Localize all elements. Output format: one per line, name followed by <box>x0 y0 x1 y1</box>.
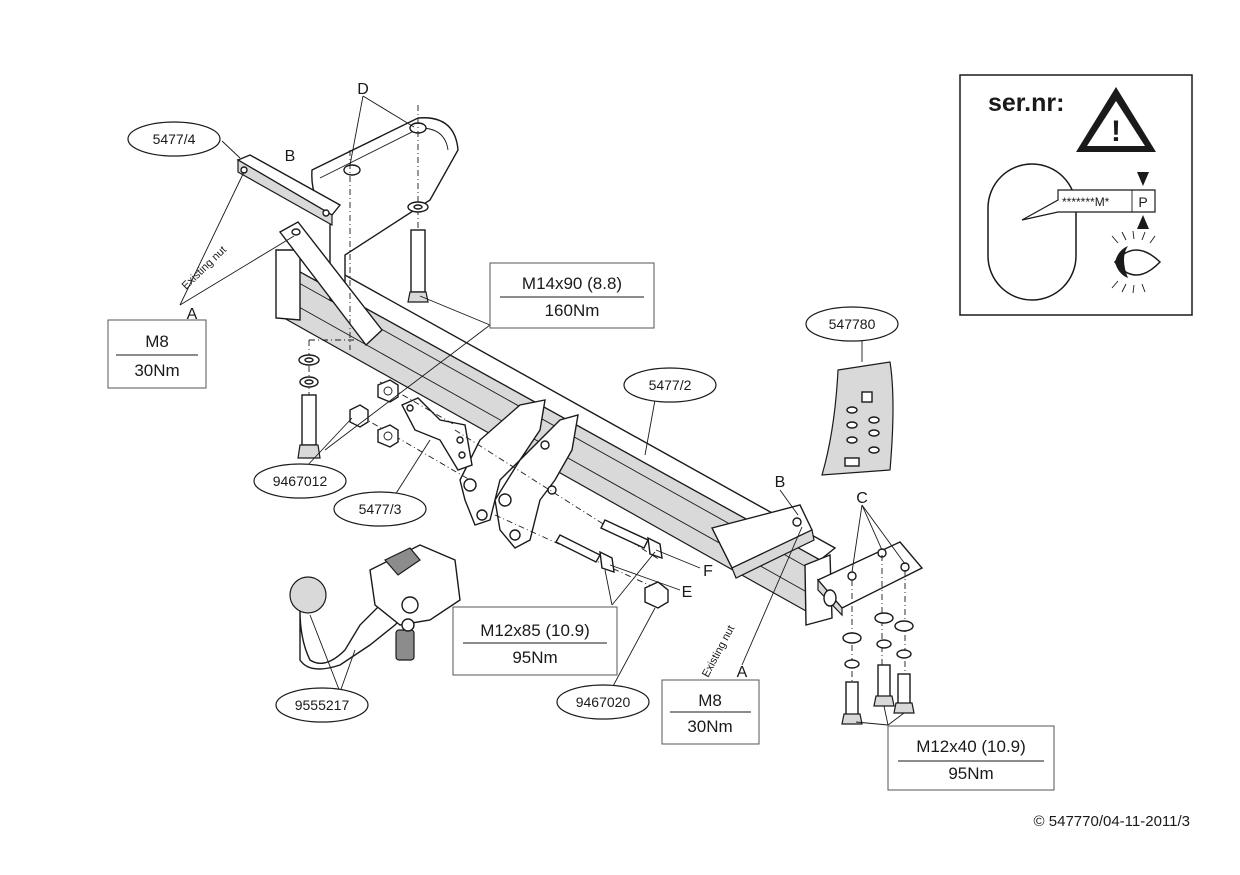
svg-text:30Nm: 30Nm <box>134 361 179 380</box>
svg-text:547780: 547780 <box>829 316 876 332</box>
spec-box-m8-right: M8 30Nm <box>661 679 760 745</box>
label-547780: 547780 <box>805 306 899 342</box>
label-5477-4: 5477/4 <box>127 121 221 157</box>
serial-plate-text: *******M* <box>1062 195 1110 209</box>
warning-triangle-icon: ! <box>1076 87 1156 152</box>
label-5477-2: 5477/2 <box>623 367 717 403</box>
letter-b-right: B <box>775 474 786 491</box>
svg-text:95Nm: 95Nm <box>512 648 557 667</box>
left-side-bracket <box>278 117 459 347</box>
svg-text:30Nm: 30Nm <box>687 717 732 736</box>
label-9467012: 9467012 <box>253 463 347 499</box>
svg-text:M8: M8 <box>145 332 169 351</box>
nuts-9467012 <box>349 379 399 448</box>
leader-lines <box>179 95 906 726</box>
letter-e: E <box>682 584 693 601</box>
right-end-plate <box>816 541 924 617</box>
eye-icon <box>1111 230 1162 294</box>
label-5477-3: 5477/3 <box>333 491 427 527</box>
spec-box-m12x85: M12x85 (10.9) 95Nm <box>452 606 618 676</box>
fasteners-top <box>407 201 429 303</box>
strap-b-right <box>710 504 815 579</box>
svg-text:!: ! <box>1111 115 1121 148</box>
copyright-footer: © 547770/04-11-2011/3 <box>1034 813 1190 830</box>
svg-text:M12x85 (10.9): M12x85 (10.9) <box>480 621 590 640</box>
strap-b-left <box>236 154 342 227</box>
svg-text:5477/4: 5477/4 <box>153 131 196 147</box>
spec-box-m14x90: M14x90 (8.8) 160Nm <box>489 262 655 329</box>
existing-nut-note-left: Existing nut <box>180 244 229 292</box>
label-9555217: 9555217 <box>275 687 369 723</box>
serial-plate <box>987 163 1077 301</box>
label-9467020: 9467020 <box>556 684 650 720</box>
detachable-tow-ball <box>289 544 461 670</box>
serial-title: ser.nr: <box>988 89 1064 117</box>
letter-c: C <box>856 490 868 507</box>
svg-text:9467020: 9467020 <box>576 694 631 710</box>
svg-text:M14x90 (8.8): M14x90 (8.8) <box>522 274 622 293</box>
svg-text:M8: M8 <box>698 691 722 710</box>
letter-a-right: A <box>737 664 748 681</box>
letter-f: F <box>703 563 713 580</box>
letter-b-left: B <box>285 148 296 165</box>
letter-a-left: A <box>187 306 198 323</box>
svg-text:M12x40 (10.9): M12x40 (10.9) <box>916 737 1026 756</box>
fasteners-m12x40 <box>841 612 915 725</box>
svg-text:5477/2: 5477/2 <box>649 377 692 393</box>
svg-text:9555217: 9555217 <box>295 697 350 713</box>
svg-text:9467012: 9467012 <box>273 473 328 489</box>
spec-box-m8-left: M8 30Nm <box>107 319 207 389</box>
existing-nut-note-right: Existing nut <box>700 624 737 680</box>
serial-number-box: ser.nr: ! *******M* P <box>959 74 1193 316</box>
socket-plate-5477-3 <box>401 397 473 471</box>
letter-d: D <box>357 81 369 98</box>
bolts-m12x85 <box>555 519 669 609</box>
svg-text:95Nm: 95Nm <box>948 764 993 783</box>
spec-box-m12x40: M12x40 (10.9) 95Nm <box>887 725 1055 791</box>
svg-text:5477/3: 5477/3 <box>359 501 402 517</box>
svg-text:160Nm: 160Nm <box>545 301 600 320</box>
electrical-kit <box>821 361 894 476</box>
fasteners-m14-lower <box>297 354 321 459</box>
serial-plate-p: P <box>1138 194 1147 210</box>
